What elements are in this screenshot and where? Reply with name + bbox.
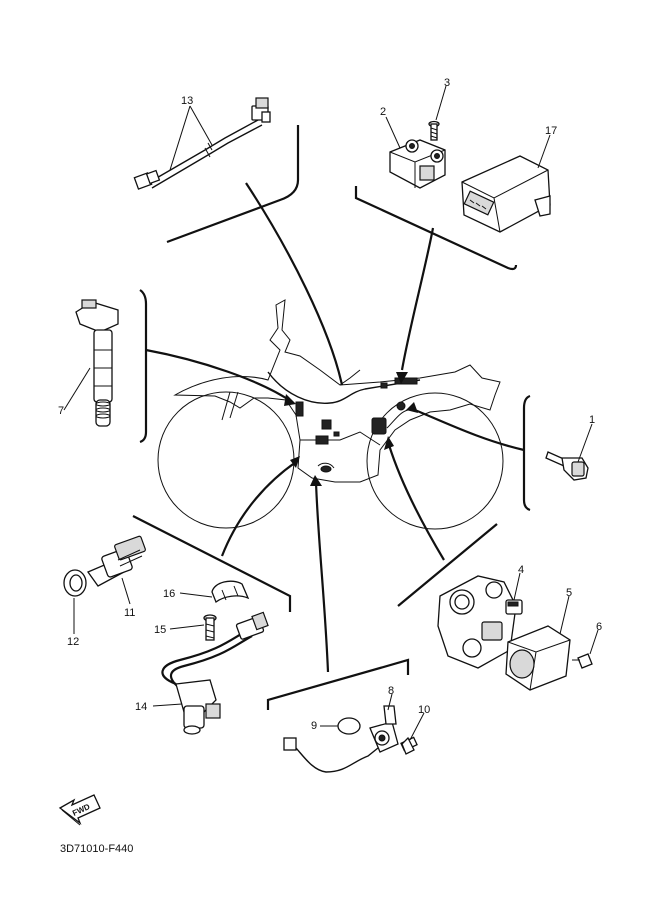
callout-2: 2 [380, 106, 386, 118]
frame-bottom-right [397, 523, 498, 607]
part-3-bolt [428, 120, 440, 141]
harness-connector-f [333, 431, 340, 437]
leader-13 [245, 182, 344, 386]
leader-1 [409, 406, 525, 452]
motorcycle-silhouette [157, 299, 504, 530]
harness-connector-c [394, 377, 418, 385]
leader-7 [145, 348, 293, 403]
frame-bottom [266, 658, 410, 710]
callout-10: 10 [418, 704, 430, 716]
harness-connector-a [295, 401, 304, 417]
callout-13: 13 [181, 95, 193, 107]
leader-17 [400, 227, 435, 371]
front-wheel [157, 391, 295, 529]
callout-5: 5 [566, 587, 572, 599]
part-7-ignition-coil [75, 299, 119, 427]
part-5-sensor-cover [505, 625, 571, 691]
part-14-sensor-hose [161, 611, 269, 735]
bike-wiring [267, 371, 421, 473]
seat-line [339, 369, 361, 386]
frame-right [522, 394, 531, 512]
part-16-clamp [211, 580, 250, 604]
frame-mid-left [132, 515, 292, 612]
forward-arrow-icon: FWD [58, 794, 101, 826]
leader-8 [314, 481, 330, 673]
leader-4 [387, 444, 445, 561]
callout-12: 12 [67, 636, 79, 648]
arrowhead-17 [396, 372, 408, 384]
frame-cradle [300, 431, 381, 446]
ecu-on-bike [371, 417, 387, 435]
callout-1: 1 [589, 414, 595, 426]
callout-15: 15 [154, 624, 166, 636]
harness-connector-d [321, 419, 332, 430]
frame-left [139, 289, 148, 444]
part-17-ecu [461, 155, 551, 233]
callout-3: 3 [444, 77, 450, 89]
callout-14: 14 [135, 701, 147, 713]
callout-11: 11 [124, 607, 135, 619]
callout-6: 6 [596, 621, 602, 633]
callout-8: 8 [388, 685, 394, 697]
arrowhead-11 [290, 456, 300, 468]
callout-labels: 1 2 3 4 5 6 7 8 9 10 11 12 13 14 15 16 1… [58, 77, 602, 732]
callout-4: 4 [518, 564, 524, 576]
leader-lines [145, 182, 525, 673]
harness-dot [396, 401, 406, 411]
part-11-sensor [87, 535, 146, 587]
part-10-bolt [400, 736, 418, 755]
arrowhead-1 [406, 402, 418, 413]
part-2-sensor [389, 139, 446, 189]
drawing-code: 3D71010-F440 [60, 843, 133, 855]
frame-outline [173, 299, 501, 483]
part-13-sub-wire-harness [133, 97, 271, 190]
frame-top-left [166, 125, 300, 244]
main-harness [267, 371, 421, 404]
callout-7: 7 [58, 405, 64, 417]
rear-wheel [366, 392, 504, 530]
harness-lead [386, 409, 409, 429]
part-9-o-ring [337, 717, 361, 735]
part-1-sensor [545, 451, 589, 481]
fork-line [221, 391, 231, 421]
part-12-gasket [63, 569, 87, 597]
harness-connector-e [315, 435, 329, 445]
arrowhead-7 [284, 394, 296, 406]
part-6-screw [572, 653, 593, 669]
group-frames [132, 125, 531, 710]
part-15-bolt [203, 614, 217, 641]
arrowhead-4 [384, 436, 394, 450]
sensor-lead [317, 462, 335, 469]
frame-top-right [354, 186, 518, 271]
arrowhead-8 [310, 475, 322, 486]
harness-connector-b [380, 382, 388, 389]
callout-17: 17 [545, 125, 557, 137]
part-8-sensor [283, 705, 399, 773]
callout-9: 9 [311, 720, 317, 732]
callout-16: 16 [163, 588, 175, 600]
leader-11 [220, 461, 297, 557]
part-4-throttle-body [437, 575, 523, 669]
callout-leaders [63, 85, 599, 741]
fork-line-2 [229, 391, 239, 419]
sensor-on-bike [320, 465, 332, 473]
